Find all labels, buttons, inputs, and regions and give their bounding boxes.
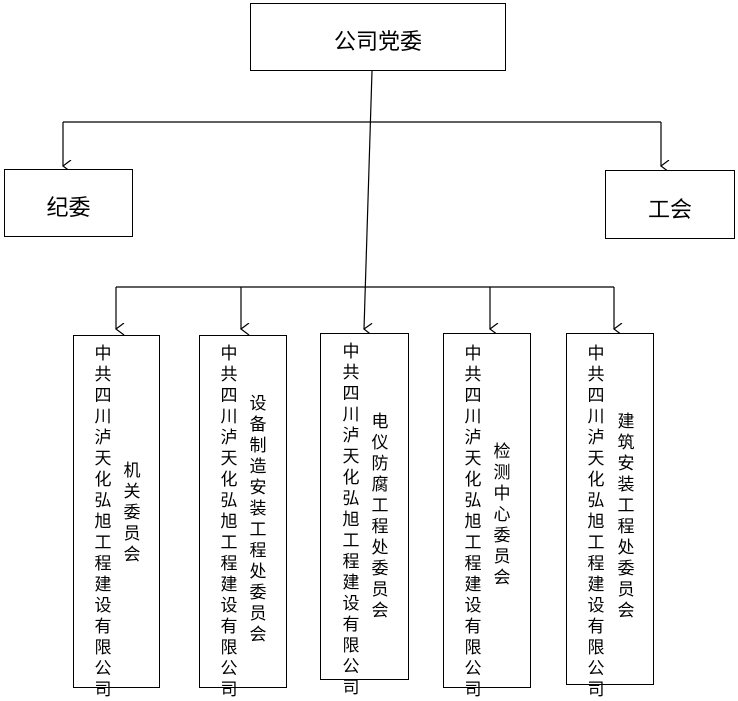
unit-box-4: 中共四川泸天化弘旭工程建设有限公司 检测中心委员会: [443, 333, 531, 700]
trade-union-box: 工会: [605, 170, 735, 239]
unit-company-name: 中共四川泸天化弘旭工程建设有限公司: [94, 344, 112, 700]
unit-box-2: 中共四川泸天化弘旭工程建设有限公司 设备制造安装工程处委员会: [199, 335, 287, 700]
unit-committee-name: 设备制造安装工程处委员会: [249, 394, 267, 645]
unit-box-5: 中共四川泸天化弘旭工程建设有限公司 建筑安装工程处委员会: [566, 333, 654, 700]
discipline-committee-label: 纪委: [46, 196, 91, 221]
unit-company-name: 中共四川泸天化弘旭工程建设有限公司: [464, 344, 482, 700]
unit-box-3: 中共四川泸天化弘旭工程建设有限公司 电仪防腐工程处委员会: [320, 333, 409, 698]
unit-company-name: 中共四川泸天化弘旭工程建设有限公司: [342, 342, 360, 698]
unit-company-name: 中共四川泸天化弘旭工程建设有限公司: [587, 344, 605, 700]
unit-committee-name: 建筑安装工程处委员会: [617, 412, 635, 621]
unit-committee-name: 检测中心委员会: [493, 442, 511, 588]
trade-union-label: 工会: [647, 198, 692, 223]
unit-box-1: 中共四川泸天化弘旭工程建设有限公司 机关委员会: [73, 335, 160, 700]
unit-committee-name: 机关委员会: [123, 461, 141, 565]
unit-company-name: 中共四川泸天化弘旭工程建设有限公司: [220, 344, 238, 700]
discipline-committee-box: 纪委: [4, 169, 133, 237]
unit-committee-name: 电仪防腐工程处委员会: [371, 412, 389, 621]
party-committee-box: 公司党委: [250, 3, 506, 71]
party-committee-label: 公司党委: [333, 30, 422, 55]
